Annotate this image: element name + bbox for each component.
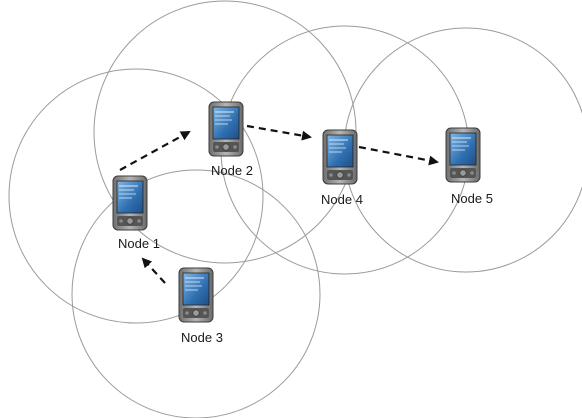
node-label: Node 1 — [118, 236, 160, 251]
node-5: Node 5 — [445, 127, 493, 206]
node-1: Node 1 — [112, 175, 160, 251]
link-node2-to-node4 — [246, 124, 312, 141]
range-circle-node-3 — [71, 169, 321, 418]
range-circles — [8, 0, 582, 418]
range-circle-node-1 — [8, 68, 264, 324]
node-2: Node 2 — [208, 101, 253, 178]
pda-device-icon — [445, 127, 481, 183]
link-node1-to-node2 — [119, 131, 191, 171]
node-4: Node 4 — [321, 129, 363, 207]
link-node4-to-node5 — [358, 145, 439, 166]
pda-device-icon — [112, 175, 148, 231]
node-label: Node 2 — [211, 163, 253, 178]
node-3: Node 3 — [178, 267, 223, 345]
links — [119, 124, 439, 284]
node-label: Node 3 — [181, 330, 223, 345]
pda-device-icon — [178, 267, 214, 323]
link-node3-to-node1 — [141, 257, 166, 284]
node-label: Node 4 — [321, 192, 363, 207]
pda-device-icon — [208, 101, 244, 157]
node-label: Node 5 — [451, 191, 493, 206]
pda-device-icon — [322, 129, 358, 185]
